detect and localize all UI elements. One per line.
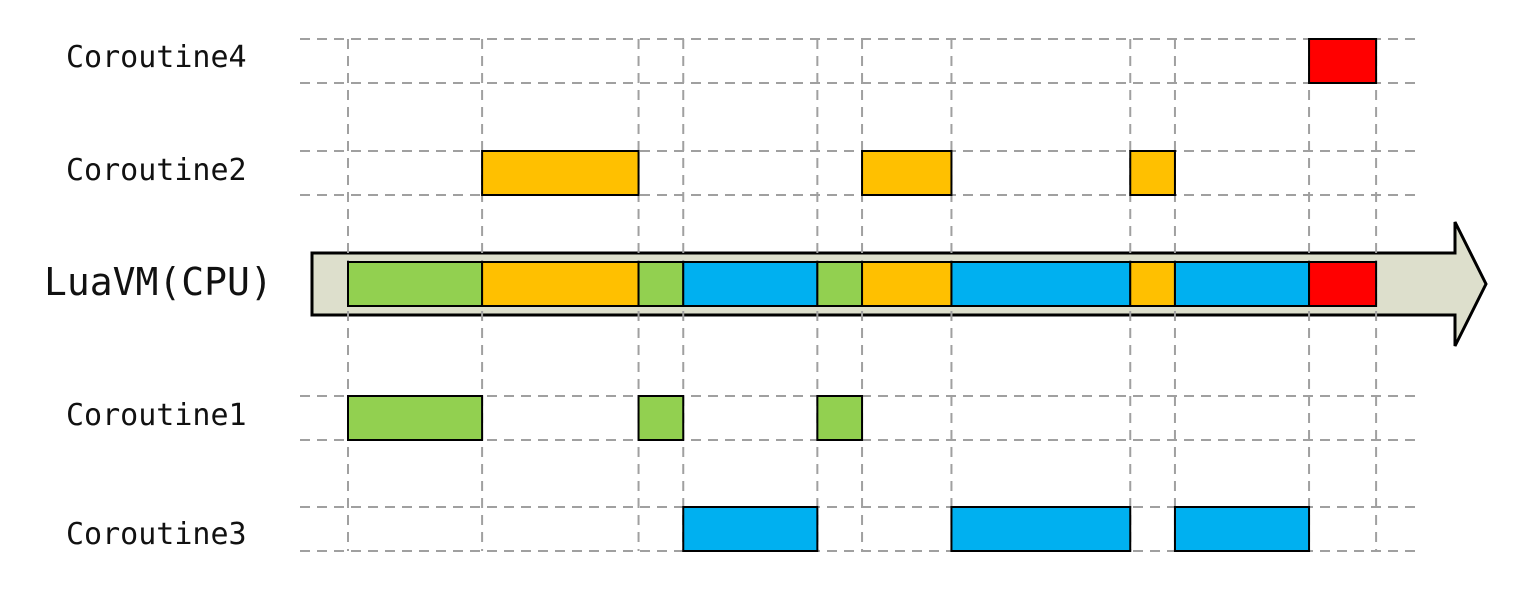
lane-label-coroutine3: Coroutine3 (66, 517, 247, 552)
cpu-slice-coroutine2 (1129, 261, 1176, 307)
coroutine1-block (347, 395, 484, 441)
coroutine2-block (1129, 150, 1176, 196)
coroutine3-block (950, 506, 1132, 552)
lane-label-cpu: LuaVM(CPU) (44, 260, 273, 304)
lane-label-coroutine2: Coroutine2 (66, 153, 247, 188)
coroutine1-block (816, 395, 864, 441)
coroutine3-block (682, 506, 819, 552)
coroutine1-block (637, 395, 685, 441)
coroutine2-block (861, 150, 953, 196)
coroutine3-block (1173, 506, 1311, 552)
execution-blocks (347, 38, 1378, 552)
lane-label-coroutine4: Coroutine4 (66, 40, 247, 75)
coroutine2-block (481, 150, 640, 196)
cpu-slice-coroutine3 (1173, 261, 1311, 307)
coroutine4-block (1308, 38, 1378, 84)
cpu-slice-coroutine1 (816, 261, 864, 307)
lane-label-coroutine1: Coroutine1 (66, 398, 247, 433)
cpu-slice-coroutine4 (1308, 261, 1378, 307)
cpu-slice-coroutine2 (861, 261, 953, 307)
cpu-slice-coroutine1 (347, 261, 484, 307)
cpu-slice-coroutine2 (481, 261, 640, 307)
cpu-slice-coroutine3 (682, 261, 819, 307)
cpu-slice-coroutine1 (637, 261, 685, 307)
cpu-slice-coroutine3 (950, 261, 1132, 307)
